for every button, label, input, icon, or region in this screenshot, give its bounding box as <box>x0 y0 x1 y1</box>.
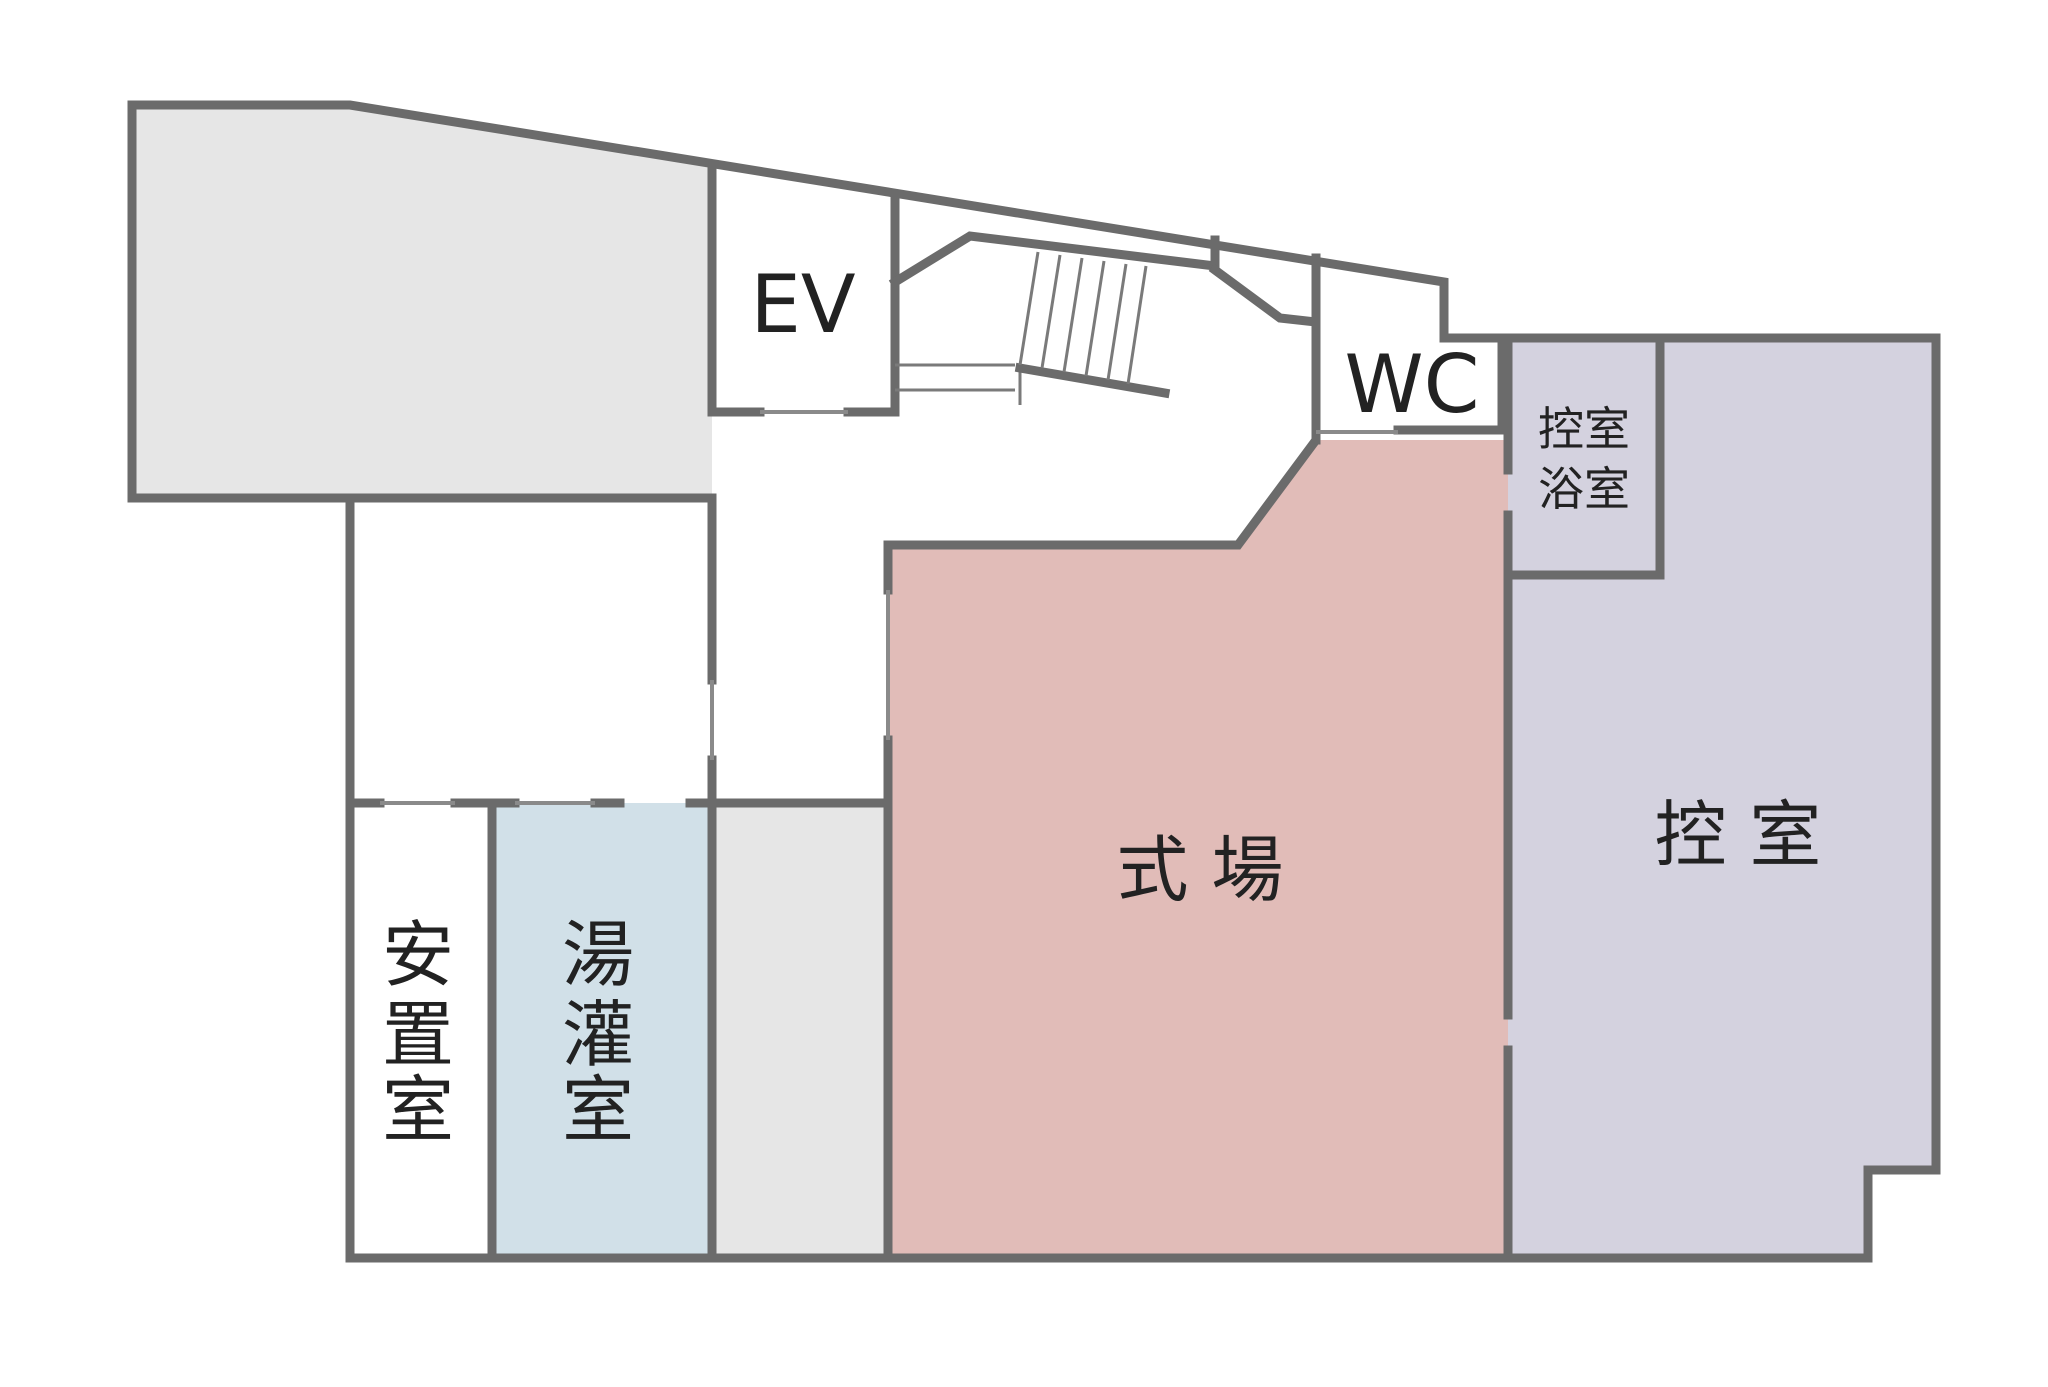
wall-stair-upper <box>888 231 1220 289</box>
outer-wall-top-left <box>127 100 1941 1263</box>
room-shikijo <box>888 440 1508 1258</box>
room-storage-bottom <box>712 803 888 1258</box>
room-label-yukan: 湯 灌 室 <box>562 913 634 1152</box>
room-storage-top-left <box>132 105 712 498</box>
room-label-hikaeshitsu: 控 室 <box>1655 793 1822 877</box>
room-label-shikijo: 式 場 <box>1117 828 1284 912</box>
room-label-yukan-char-1: 湯 <box>562 913 634 997</box>
room-label-wc: WC <box>1345 338 1480 431</box>
room-label-hikae-line1: 控室 <box>1538 402 1630 456</box>
room-label-ev: EV <box>750 258 856 351</box>
room-label-anchi: 安 置 室 <box>382 913 454 1152</box>
room-label-yukan-char-3: 室 <box>562 1068 634 1152</box>
stair-landing-edge <box>1014 362 1171 399</box>
room-yukan <box>492 803 712 1258</box>
room-label-anchi-char-2: 置 <box>382 993 454 1077</box>
room-label-anchi-char-1: 安 <box>382 913 454 997</box>
room-label-yukan-char-2: 灌 <box>562 993 634 1077</box>
room-hikaeshitsu <box>1508 338 1936 1258</box>
room-label-anchi-char-3: 室 <box>382 1068 454 1152</box>
stair-steps <box>1018 251 1148 385</box>
room-label-hikae-line2: 浴室 <box>1538 462 1630 516</box>
